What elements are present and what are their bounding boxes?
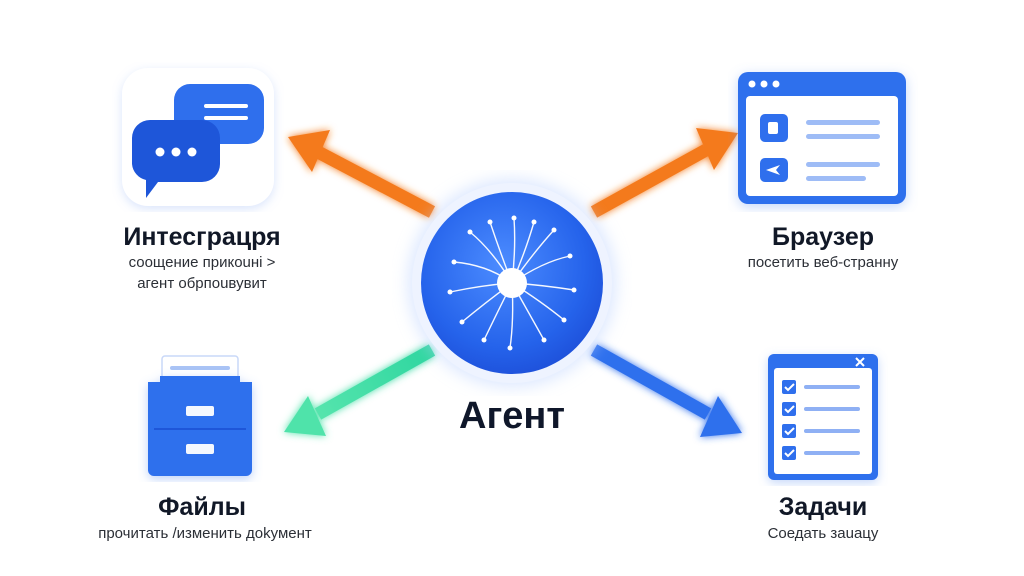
file-cabinet-icon: [148, 355, 252, 476]
browser-window-icon: [738, 72, 906, 204]
integration-title: Интесграцря: [123, 223, 281, 251]
browser-title: Браузер: [772, 223, 874, 251]
tasks-subtitle: Сoедать заuацу: [767, 525, 879, 542]
integration-subtitle-line1: соощение прикоuнi >: [128, 254, 276, 271]
integration-subtitle-line2: агент обрпоuвувит: [137, 275, 267, 292]
checklist-icon: [768, 354, 878, 480]
chat-bubbles-icon: [122, 68, 274, 206]
arrow-to-browser: [590, 128, 738, 218]
agent-label: Агент: [459, 395, 565, 437]
browser-subtitle: посетить веб-странну: [747, 254, 899, 271]
arrow-to-files: [284, 344, 436, 436]
arrow-to-integration: [288, 130, 436, 218]
tasks-title: Задачи: [778, 493, 868, 521]
files-subtitle: прочитать /изменить доkумент: [98, 525, 312, 542]
neural-network-icon: [408, 179, 616, 387]
files-title: Файлы: [158, 493, 246, 521]
arrow-to-tasks: [590, 344, 742, 437]
